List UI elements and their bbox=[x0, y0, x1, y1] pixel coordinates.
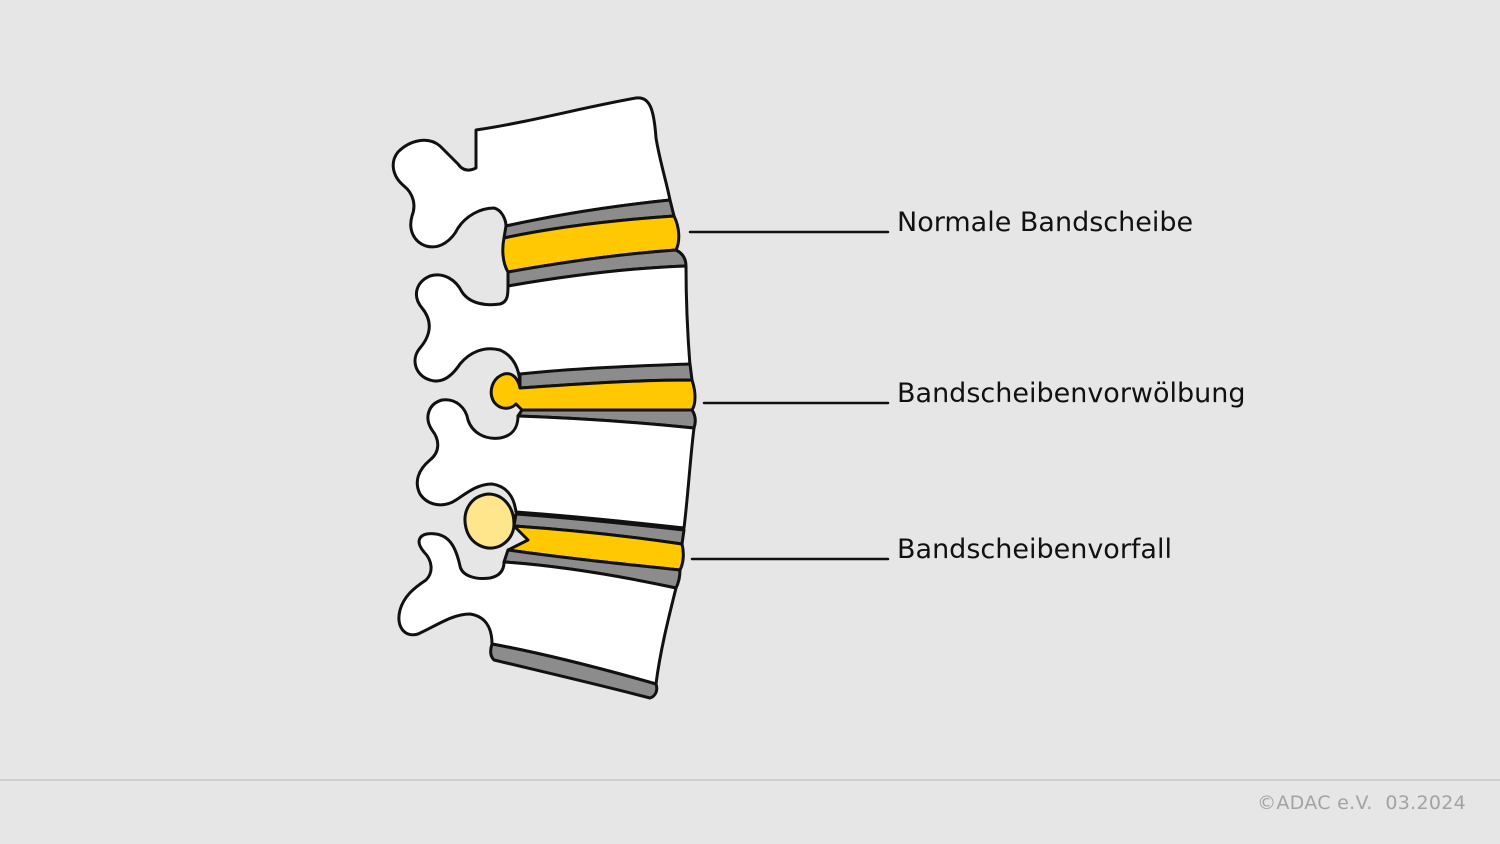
copyright-notice: ©ADAC e.V. 03.2024 bbox=[1257, 792, 1466, 814]
vertebra-2 bbox=[413, 264, 692, 388]
endplate-7 bbox=[489, 642, 659, 700]
vertebra-4 bbox=[397, 532, 678, 686]
label-normal-disc: Normale Bandscheibe bbox=[897, 207, 1194, 238]
vertebra-1 bbox=[391, 96, 672, 249]
footer-divider bbox=[0, 779, 1500, 781]
vertebra-3 bbox=[415, 398, 696, 530]
herniation-nucleus bbox=[463, 492, 516, 550]
label-disc-bulge: Bandscheibenvorwölbung bbox=[897, 378, 1246, 409]
label-disc-herniation: Bandscheibenvorfall bbox=[897, 534, 1172, 565]
